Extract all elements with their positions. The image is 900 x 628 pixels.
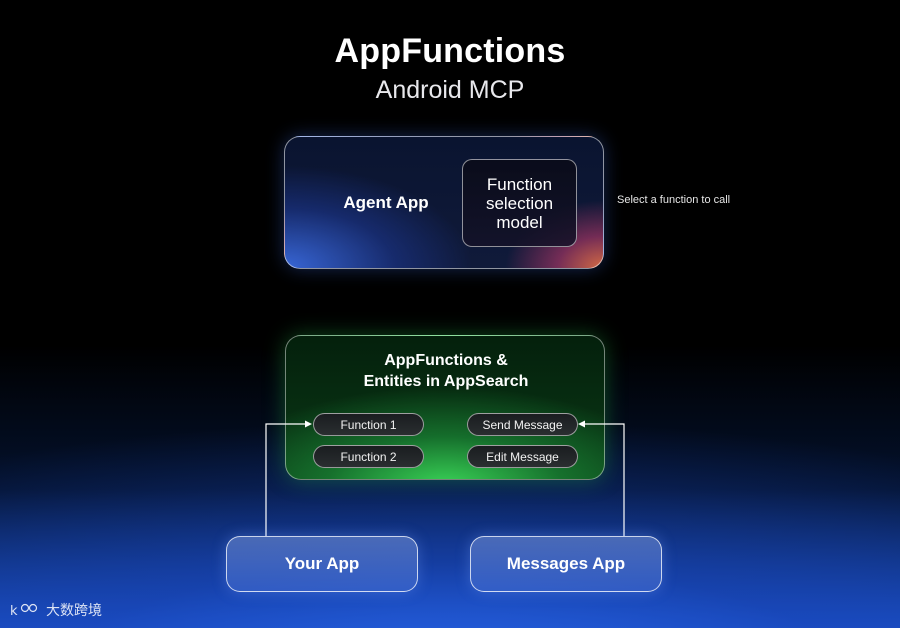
appfunctions-title-line2: Entities in AppSearch [363,373,529,390]
messages-app-connector [581,423,625,536]
diagram-subtitle: Android MCP [375,76,525,104]
watermark-text: 大数跨境 [46,602,102,618]
agent-app-label: Agent App [343,193,429,212]
messages-app-arrowhead [578,420,585,428]
appfunctions-box: AppFunctions & Entities in AppSearch Fun… [285,335,605,480]
function-2-pill: Function 2 [313,445,424,468]
appfunctions-title: AppFunctions & Entities in AppSearch [286,350,606,392]
function-1-pill: Function 1 [313,413,424,436]
your-app-box: Your App [226,536,418,592]
messages-app-box: Messages App [470,536,662,592]
appfunctions-title-line1: AppFunctions & [384,352,508,369]
select-function-note: Select a function to call [617,194,731,206]
function-selection-model-label: Function selection model [485,174,554,232]
send-message-pill: Send Message [467,413,578,436]
watermark-logo-icon: k [10,603,38,617]
edit-message-pill: Edit Message [467,445,578,468]
your-app-arrowhead [305,420,312,428]
function-selection-model-box: Function selection model [462,159,577,247]
your-app-connector [265,423,309,536]
agent-app-box: Agent App Function selection model [284,136,604,269]
watermark-logo-letter: k [10,604,18,617]
watermark: k 大数跨境 [10,600,102,620]
diagram-title: AppFunctions [334,32,566,70]
